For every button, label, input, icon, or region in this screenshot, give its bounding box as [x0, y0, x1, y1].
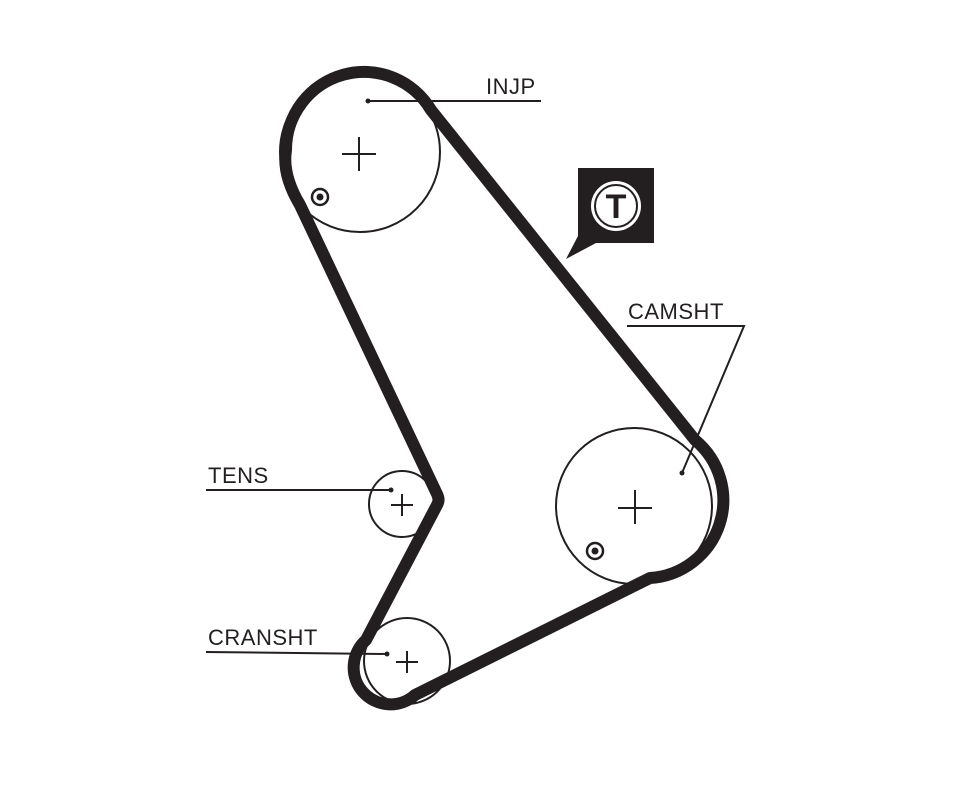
camshaft-pulley [555, 427, 713, 585]
tensioner-pulley [368, 470, 436, 538]
leader-lines [205, 98, 746, 657]
crankshaft-pulley [363, 617, 451, 705]
badge-letter: T [606, 188, 627, 226]
timing-belt-badge: T [566, 168, 654, 259]
label-injp: INJP [486, 74, 536, 99]
label-tens: TENS [208, 463, 269, 488]
timing-mark-icon [310, 187, 330, 207]
injection-pump-pulley [279, 71, 441, 233]
label-cransht: CRANSHT [208, 625, 318, 650]
timing-belt [279, 65, 730, 711]
timing-mark-icon [585, 541, 605, 561]
label-camsht: CAMSHT [628, 299, 724, 324]
